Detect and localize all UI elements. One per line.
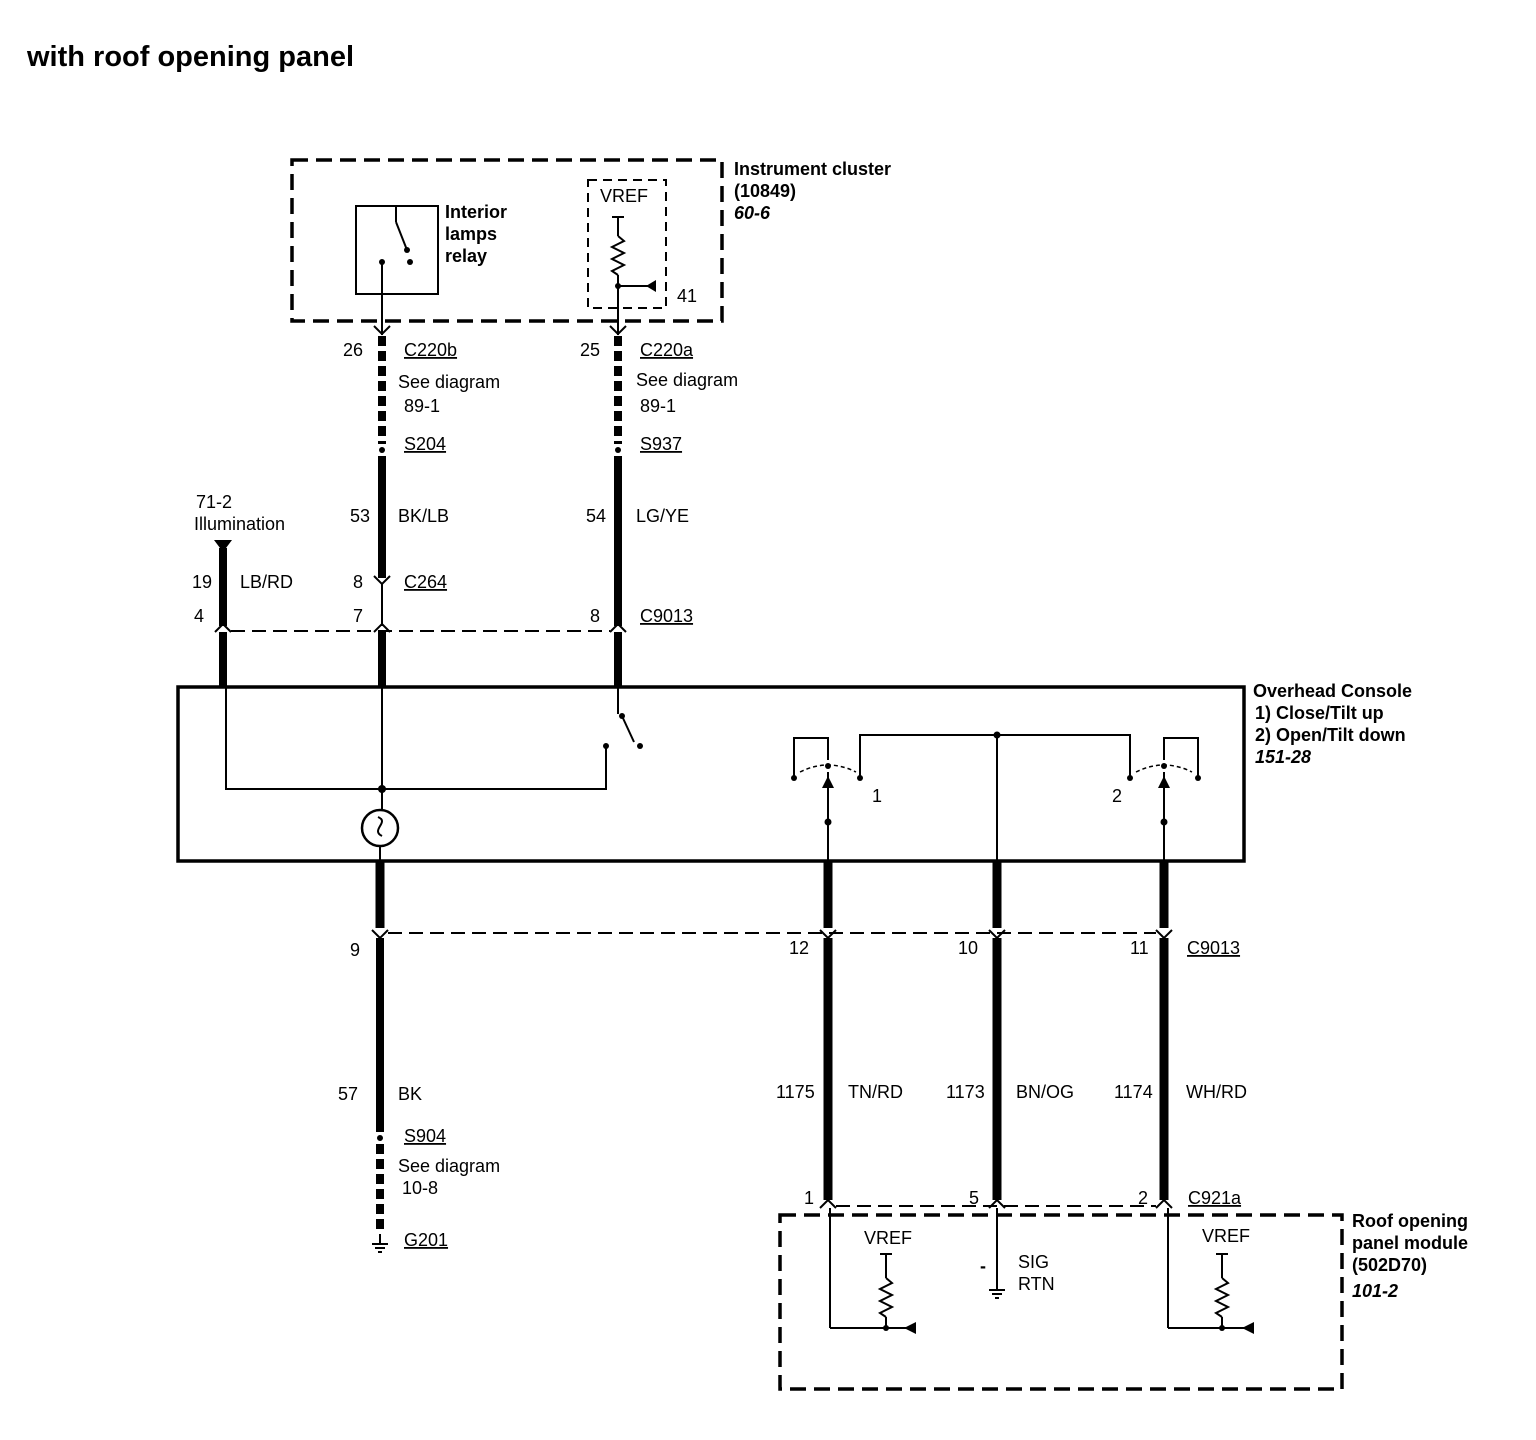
splice-s904: S904: [404, 1126, 446, 1146]
overhead-console-ref: 151-28: [1255, 747, 1311, 767]
ground-g201: G201: [404, 1230, 448, 1250]
color-bn-og: BN/OG: [1016, 1082, 1074, 1102]
circuit-1175: 1175: [776, 1082, 815, 1102]
switch-2-number: 2: [1112, 786, 1122, 806]
circuit-53: 53: [350, 506, 370, 526]
color-bk-lb: BK/LB: [398, 506, 449, 526]
relay-label-2: lamps: [445, 224, 497, 244]
connector-c220b: C220b: [404, 340, 457, 360]
connector-c921a: C921a: [1188, 1188, 1242, 1208]
wire-lb-rd: 71-2 Illumination 19 LB/RD 4: [192, 492, 293, 688]
vref-label: VREF: [600, 186, 648, 206]
see-diagram-ground: See diagram: [398, 1156, 500, 1176]
connector-c9013-bottom: C9013: [1187, 938, 1240, 958]
instrument-cluster-ref: 60-6: [734, 203, 771, 223]
switch-1-number: 1: [872, 786, 882, 806]
see-diagram-left: See diagram: [398, 372, 500, 392]
pin-1-c921a: 1: [804, 1188, 814, 1208]
splice-s937: S937: [640, 434, 682, 454]
overhead-console-note1: 1) Close/Tilt up: [1255, 703, 1384, 723]
circuit-54: 54: [586, 506, 606, 526]
connector-c264: C264: [404, 572, 447, 592]
instrument-cluster-box: Interior lamps relay VREF 41 Instrument …: [290, 158, 891, 335]
circuit-1174: 1174: [1114, 1082, 1153, 1102]
module-vref-right: VREF: [1202, 1226, 1250, 1246]
switch-1: [791, 737, 863, 862]
color-tn-rd: TN/RD: [848, 1082, 903, 1102]
module-vref-left: VREF: [864, 1228, 912, 1248]
splice-s204: S204: [404, 434, 446, 454]
sig-label: SIG: [1018, 1252, 1049, 1272]
pin-7-c9013: 7: [353, 606, 363, 626]
circuit-1173: 1173: [946, 1082, 985, 1102]
overhead-console-name: Overhead Console: [1253, 681, 1412, 701]
wire-bk-lb: 26 C220b See diagram 89-1 S204 53 BK/LB …: [343, 336, 500, 688]
connector-c220a: C220a: [640, 340, 694, 360]
roof-module-part: (502D70): [1352, 1255, 1427, 1275]
see-diagram-mid: See diagram: [636, 370, 738, 390]
roof-module-name-1: Roof opening: [1352, 1211, 1468, 1231]
pin-12: 12: [789, 938, 809, 958]
color-lg-ye: LG/YE: [636, 506, 689, 526]
illumination-label: Illumination: [194, 514, 285, 534]
relay-label-3: relay: [445, 246, 487, 266]
rtn-label: RTN: [1018, 1274, 1055, 1294]
illumination-ref: 71-2: [196, 492, 232, 512]
roof-module-name-2: panel module: [1352, 1233, 1468, 1253]
pin-8-c264: 8: [353, 572, 363, 592]
pin-25: 25: [580, 340, 600, 360]
see-diagram-mid-ref: 89-1: [640, 396, 676, 416]
pin-26: 26: [343, 340, 363, 360]
pin-4-c9013: 4: [194, 606, 204, 626]
pin-11: 11: [1130, 938, 1149, 958]
pin-5-c921a: 5: [969, 1188, 979, 1208]
instrument-cluster-part: (10849): [734, 181, 796, 201]
overhead-console-box: 1 2 Overhead Console 1) Close/Tilt up 2)…: [176, 681, 1412, 863]
color-lb-rd: LB/RD: [240, 572, 293, 592]
connector-c9013-top: C9013: [640, 606, 693, 626]
pin-8-c9013: 8: [590, 606, 600, 626]
pin-9: 9: [350, 940, 360, 960]
circuit-57: 57: [338, 1084, 358, 1104]
wire-lg-ye: 25 C220a See diagram 89-1 S937 54 LG/YE …: [580, 336, 738, 688]
roof-module-box: VREF VREF SIG RTN - Roof opening panel m…: [778, 1208, 1468, 1391]
module-wires: 1175 TN/RD 1173 BN/OG 1174 WH/RD 1 5 2 C…: [776, 938, 1247, 1209]
see-diagram-ground-ref: 10-8: [402, 1178, 438, 1198]
color-bk: BK: [398, 1084, 422, 1104]
circuit-19: 19: [192, 572, 212, 592]
minus-sign: -: [980, 1256, 986, 1276]
diagram-title: with roof opening panel: [26, 41, 354, 73]
switch-2: [1127, 737, 1201, 862]
wire-bk-ground: 57 BK S904 See diagram 10-8 G201: [338, 938, 500, 1253]
overhead-console-note2: 2) Open/Tilt down: [1255, 725, 1406, 745]
c9013-lower-connector: 9 12 10 11 C9013: [350, 862, 1240, 960]
roof-module-ref: 101-2: [1352, 1281, 1398, 1301]
color-wh-rd: WH/RD: [1186, 1082, 1247, 1102]
instrument-cluster-name: Instrument cluster: [734, 159, 891, 179]
see-diagram-left-ref: 89-1: [404, 396, 440, 416]
pin-10: 10: [958, 938, 978, 958]
pin-2-c921a: 2: [1138, 1188, 1148, 1208]
relay-label-1: Interior: [445, 202, 507, 222]
cluster-pin-41: 41: [677, 286, 697, 306]
